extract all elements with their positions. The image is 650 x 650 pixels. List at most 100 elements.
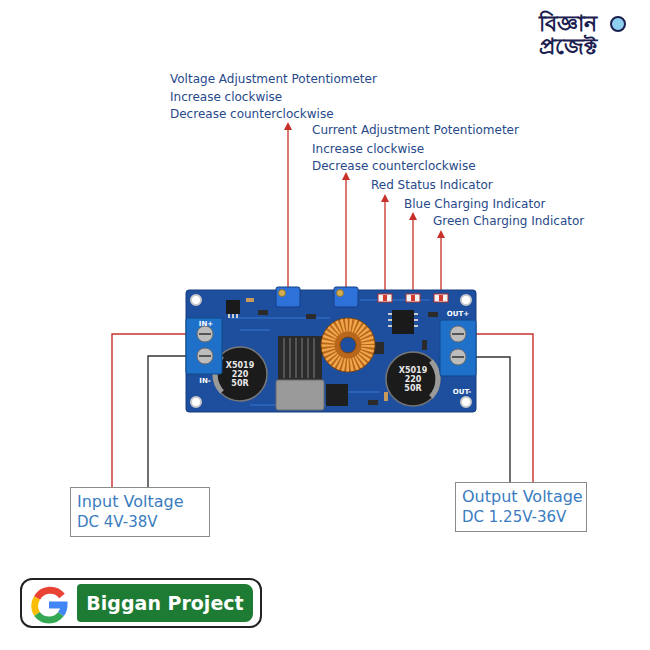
capacitor-marking: 220	[220, 370, 260, 379]
logo-badge	[512, 8, 640, 74]
smd-component	[246, 298, 254, 302]
callout-title: Blue Charging Indicator	[404, 198, 644, 212]
smd-component	[422, 340, 427, 350]
terminal-block	[199, 333, 211, 335]
pcb-board	[461, 397, 471, 407]
terminal-block	[450, 326, 466, 342]
g-logo	[37, 590, 62, 598]
callout-note: Decrease counterclockwise	[312, 160, 572, 174]
callout-title: Green Charging Indicator	[433, 215, 648, 229]
pin-label: OUT-	[444, 388, 480, 396]
control-ic	[388, 313, 392, 315]
potentiometer	[276, 287, 300, 307]
pcb-board	[191, 397, 201, 407]
potentiometer	[276, 287, 358, 307]
terminal-block	[197, 348, 213, 364]
leader-line	[287, 126, 288, 294]
control-ic	[392, 310, 414, 334]
indicator-led	[383, 295, 387, 301]
smd-component	[368, 400, 378, 405]
callout-note: Increase clockwise	[170, 91, 430, 105]
logo-text: বিজ্ঞান প্রজেক্ট	[516, 12, 620, 58]
capacitor-marking: 50R	[220, 379, 260, 388]
inductor	[321, 318, 375, 372]
indicator-led	[378, 294, 448, 302]
indicator-led	[378, 294, 392, 302]
logo-badge	[611, 17, 625, 31]
pin-label: OUT+	[440, 310, 476, 318]
smd-component	[258, 310, 268, 315]
indicator-led	[411, 295, 415, 301]
indicator-led	[434, 294, 448, 302]
capacitor-marking: X5019	[393, 366, 433, 375]
smd-component	[236, 314, 238, 318]
indicator-led	[439, 295, 443, 301]
smd-component	[226, 300, 240, 314]
control-ic	[370, 310, 418, 354]
input-box: Input VoltageDC 4V-38V	[70, 487, 210, 537]
box-value: DC 1.25V-36V	[462, 508, 580, 528]
box-heading: Output Voltage	[462, 487, 580, 508]
regulator-heatsink	[284, 338, 314, 378]
control-ic	[388, 325, 392, 327]
leader-line	[440, 234, 441, 296]
potentiometer	[337, 290, 344, 297]
control-ic	[414, 325, 418, 327]
terminal-block	[199, 355, 211, 357]
smd-component	[232, 314, 234, 318]
regulator-heatsink	[278, 336, 322, 380]
logo-badge	[512, 8, 640, 74]
g-logo	[35, 590, 64, 620]
callout-title: Voltage Adjustment Potentiometer	[170, 73, 430, 87]
callout-note: Increase clockwise	[312, 143, 572, 157]
callout-note: Decrease counterclockwise	[170, 108, 430, 122]
terminal-block	[197, 326, 213, 342]
smd-component	[384, 392, 388, 401]
box-value: DC 4V-38V	[77, 513, 203, 533]
smd-component	[306, 314, 316, 319]
terminal-block	[440, 320, 476, 376]
leader-line	[384, 198, 385, 296]
potentiometer	[334, 287, 358, 307]
capacitor-marking: 50R	[393, 384, 433, 393]
pcb-board	[461, 295, 471, 305]
terminal-block	[452, 356, 464, 358]
pin-label: IN+	[193, 320, 219, 328]
inductor	[340, 337, 356, 353]
leader-line	[412, 216, 413, 296]
capacitor-marking: 220	[393, 375, 433, 384]
brand-box: Biggan Project	[20, 578, 262, 628]
terminal-block	[186, 318, 222, 374]
regulator-heatsink	[276, 380, 324, 410]
control-ic	[414, 313, 418, 315]
g-logo	[49, 605, 64, 614]
box-heading: Biggan Project	[77, 584, 253, 622]
capacitor-marking: X5019	[220, 361, 260, 370]
potentiometer	[279, 290, 286, 297]
inductor	[328, 325, 368, 365]
g-logo	[37, 614, 61, 620]
regulator-heatsink	[326, 384, 348, 406]
leader-line	[345, 176, 346, 294]
electrolytic-capacitor	[213, 347, 440, 406]
smd-component	[228, 314, 230, 318]
box-heading: Input Voltage	[77, 492, 203, 513]
control-ic	[414, 319, 418, 321]
terminal-block	[452, 333, 464, 335]
callout-title: Red Status Indicator	[371, 179, 621, 193]
inductor	[321, 318, 375, 372]
pcb-board	[186, 290, 476, 412]
electrolytic-capacitor	[386, 352, 440, 406]
electrolytic-capacitor	[431, 361, 438, 397]
callout-title: Current Adjustment Potentiometer	[312, 124, 572, 138]
pcb-board	[191, 295, 201, 305]
terminal-block	[450, 349, 466, 365]
control-ic	[388, 319, 392, 321]
terminal-block	[186, 318, 476, 376]
pin-label: IN-	[192, 377, 218, 385]
indicator-led	[406, 294, 420, 302]
